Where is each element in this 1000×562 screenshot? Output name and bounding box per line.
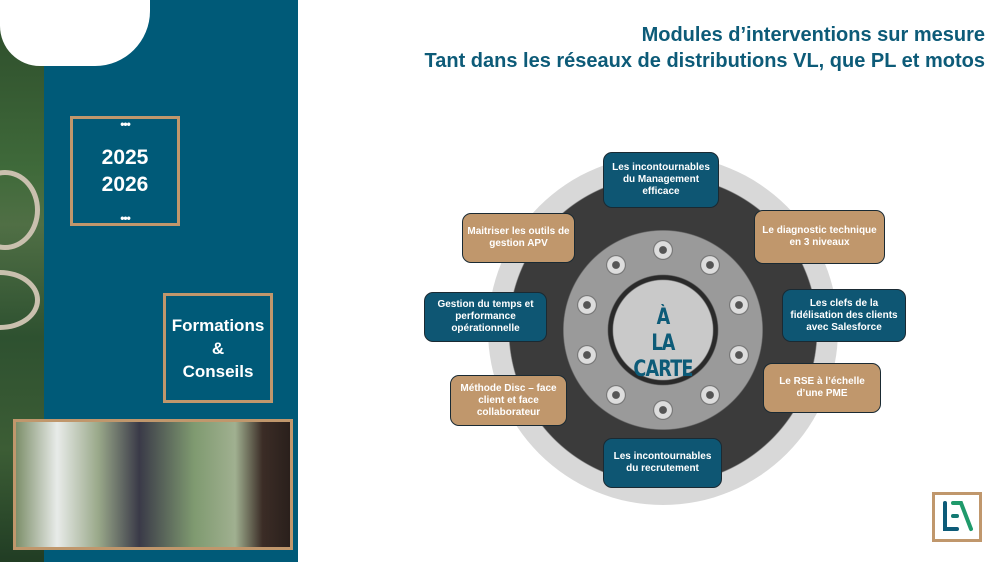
company-logo xyxy=(932,492,982,542)
module-rse: Le RSE à l’échelle d’une PME xyxy=(763,363,881,413)
services-line: & xyxy=(211,338,225,358)
services-line: Formations xyxy=(171,315,265,335)
bolt-icon xyxy=(700,255,721,276)
title-line-1: Modules d’interventions sur mesure xyxy=(641,24,985,46)
bolt-icon xyxy=(605,384,626,405)
module-salesforce: Les clefs de la fidélisation des clients… xyxy=(782,289,906,342)
center-label: À LA CARTE xyxy=(623,305,703,383)
bolt-icon xyxy=(576,295,597,316)
year-start: 2025 xyxy=(101,146,149,169)
bolt-icon xyxy=(653,240,673,260)
module-label: Gestion du temps et performance opératio… xyxy=(437,299,534,334)
services-line: Conseils xyxy=(182,361,254,381)
module-label: Le diagnostic technique en 3 niveaux xyxy=(762,225,877,248)
decorative-shape xyxy=(0,0,150,66)
module-label: Le RSE à l’échelle d’une PME xyxy=(779,376,865,399)
module-disc: Méthode Disc – face client et face colla… xyxy=(450,375,567,426)
dots-bottom: ••• xyxy=(120,211,131,225)
bolt-icon xyxy=(729,344,750,365)
module-label: Les clefs de la fidélisation des clients… xyxy=(790,297,898,333)
page-title: Modules d’interventions sur mesure Tant … xyxy=(425,22,986,74)
center-line-2: LA CARTE xyxy=(633,331,693,382)
module-label: Les incontournables du Management effica… xyxy=(612,162,710,197)
bolt-icon xyxy=(653,400,673,420)
year-end: 2026 xyxy=(101,173,149,196)
module-label: Méthode Disc – face client et face colla… xyxy=(460,382,557,418)
training-photo xyxy=(13,419,293,550)
bolt-icon xyxy=(729,295,750,316)
dots-top: ••• xyxy=(120,117,131,131)
bolt-icon xyxy=(576,344,597,365)
module-management: Les incontournables du Management effica… xyxy=(603,152,719,208)
module-recruitment: Les incontournables du recrutement xyxy=(603,438,722,488)
bolt-icon xyxy=(605,255,626,276)
title-line-2: Tant dans les réseaux de distributions V… xyxy=(424,50,986,72)
module-apv: Maitriser les outils de gestion APV xyxy=(462,213,575,263)
center-line-1: À xyxy=(656,305,671,330)
year-box: ••• 2025 2026 ••• xyxy=(70,116,180,226)
module-time-management: Gestion du temps et performance opératio… xyxy=(424,292,547,342)
bolt-icon xyxy=(700,384,721,405)
module-diagnostic: Le diagnostic technique en 3 niveaux xyxy=(754,210,885,264)
module-label: Les incontournables du recrutement xyxy=(613,451,712,474)
logo-icon xyxy=(943,501,973,531)
services-box: Formations & Conseils xyxy=(163,293,273,403)
module-label: Maitriser les outils de gestion APV xyxy=(467,226,570,249)
